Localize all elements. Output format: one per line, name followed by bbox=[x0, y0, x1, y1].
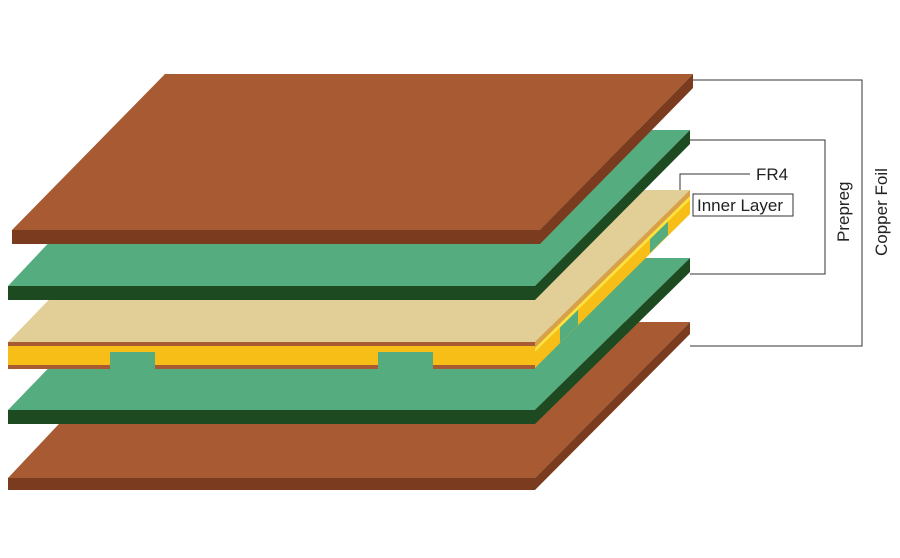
copper-foil-label: Copper Foil bbox=[872, 168, 891, 256]
inner-layer-label: Inner Layer bbox=[697, 196, 783, 215]
label-leader-lines bbox=[679, 79, 863, 347]
prepreg-label: Prepreg bbox=[834, 182, 853, 242]
copper-foil-top-layer bbox=[12, 74, 693, 244]
fr4-label: FR4 bbox=[756, 165, 788, 184]
fr4-leader bbox=[679, 173, 750, 190]
prepreg-bracket bbox=[690, 139, 826, 275]
copper-foil-bracket bbox=[690, 79, 863, 347]
inner-layer-label-box bbox=[692, 193, 794, 217]
